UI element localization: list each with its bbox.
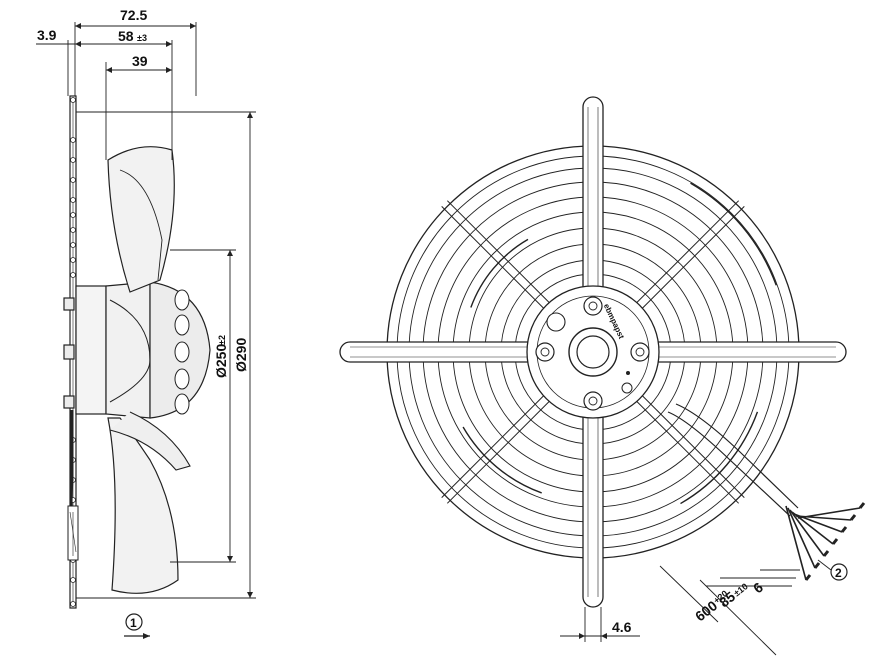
cable-wire-end xyxy=(822,550,830,557)
motor-hub-front: ebmpapst xyxy=(526,285,660,419)
motor-hub-side xyxy=(75,281,211,419)
guard-ring-dot xyxy=(70,257,76,263)
guard-ring-dot xyxy=(70,272,76,278)
dim-cable-strip-tol: ±10 xyxy=(732,581,750,598)
cable-side xyxy=(67,410,79,561)
cable-wire-end xyxy=(813,562,821,569)
cable-wire xyxy=(789,509,825,557)
side-view: 72.5 3.9 58 ±3 39 Ø250 ±2 Ø290 1 xyxy=(36,7,256,639)
hub-slot xyxy=(174,341,190,363)
guard-diagonal-spoke xyxy=(636,200,740,303)
guard-diagonal-spoke xyxy=(446,200,550,303)
cable-wire-end xyxy=(858,502,866,509)
cable-wire xyxy=(785,505,807,581)
guard-diagonal-spoke xyxy=(642,205,745,309)
dim-rod-thickness: 4.6 xyxy=(612,619,632,635)
guard-diagonal-spoke xyxy=(446,401,550,504)
guard-ring-dot xyxy=(70,157,76,163)
dim-depth-39: 39 xyxy=(132,53,148,69)
cable-marker-number: 2 xyxy=(835,566,842,580)
airflow-marker-number: 1 xyxy=(130,616,137,630)
dim-impeller-diameter-tol: ±2 xyxy=(217,335,227,345)
side-dimension-lines xyxy=(36,22,256,599)
dim-cable-wire-end: 6 xyxy=(750,579,766,597)
blade-edge-arc xyxy=(690,182,777,286)
hub-cooling-slots xyxy=(174,289,190,415)
blade-edge-arc xyxy=(462,426,542,494)
guard-ring-dot xyxy=(70,601,76,607)
guard-ring-dot xyxy=(70,137,76,143)
rod-dimension-lines xyxy=(560,607,640,642)
front-view: ebmpapst 600 +20 85 ±10 6 xyxy=(339,96,866,656)
hub-mount-bolts xyxy=(535,296,650,411)
guard-ring-dot xyxy=(70,177,76,183)
guard-radial-spokes xyxy=(441,200,745,504)
cable-bundle xyxy=(667,403,866,581)
cable-wire-end xyxy=(840,526,848,533)
cable-marker: 2 xyxy=(817,559,848,581)
dim-guard-diameter: Ø290 xyxy=(233,338,249,372)
impeller-blades-side xyxy=(107,146,191,594)
cable-dimension-lines xyxy=(659,565,800,656)
cable-wire-end xyxy=(804,574,812,581)
airflow-marker: 1 xyxy=(124,613,150,639)
guard-diagonal-spoke xyxy=(441,205,544,309)
blade-edge-arc xyxy=(470,238,529,308)
guard-ring-dot xyxy=(70,227,76,233)
hub-slot xyxy=(174,368,190,390)
dim-impeller-diameter: Ø250 xyxy=(213,344,229,378)
dim-overall-depth: 72.5 xyxy=(120,7,147,23)
guard-ring-dot xyxy=(70,212,76,218)
hub-slot xyxy=(174,314,190,336)
guard-diagonal-spoke xyxy=(642,395,745,499)
cable-wire-end xyxy=(849,514,857,521)
cable-wires xyxy=(785,502,866,581)
dim-flange-thickness: 3.9 xyxy=(37,27,57,43)
hub-slot xyxy=(174,393,190,415)
guard-diagonal-spoke xyxy=(636,401,740,504)
cable-wire-end xyxy=(831,538,839,545)
hub-slot xyxy=(174,289,190,311)
guard-diagonal-spoke xyxy=(441,395,544,499)
guard-ring-dot xyxy=(70,577,76,583)
guard-ring-dot xyxy=(70,197,76,203)
dim-depth-58: 58 xyxy=(118,28,134,44)
cable-wire xyxy=(787,507,816,569)
guard-ring-dot xyxy=(70,242,76,248)
cable-wire xyxy=(797,507,861,519)
guard-ring-dot xyxy=(70,97,76,103)
dim-depth-58-tol: ±3 xyxy=(137,33,147,43)
blade-edge-arc xyxy=(680,411,759,505)
